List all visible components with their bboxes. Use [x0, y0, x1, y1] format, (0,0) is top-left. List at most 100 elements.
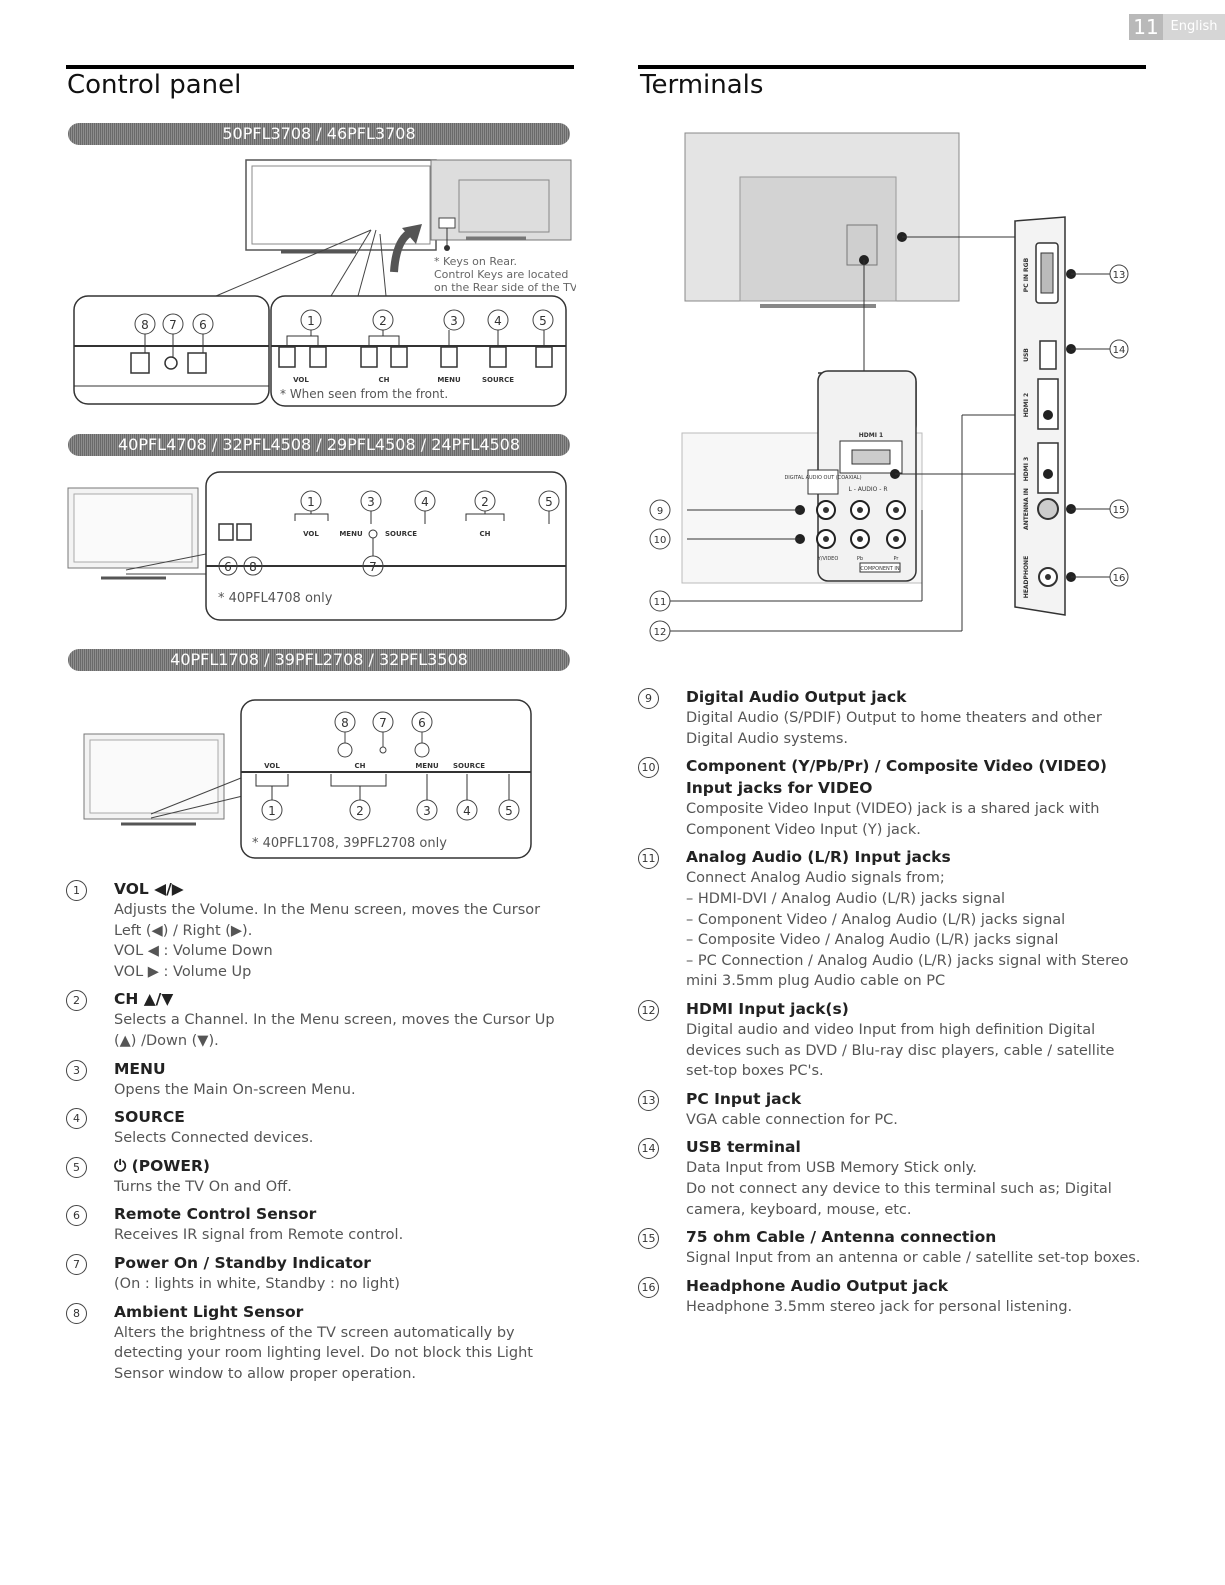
- item-number: 16: [638, 1276, 659, 1298]
- keys-rear-note-1: * Keys on Rear.: [434, 255, 517, 268]
- item-heading: Component (Y/Pb/Pr) / Composite Video (V…: [686, 757, 1107, 798]
- svg-text:6: 6: [199, 318, 207, 332]
- item-text: – Composite Video / Analog Audio (L/R) j…: [686, 932, 1059, 949]
- item-text: Composite Video Input (VIDEO) jack is a …: [686, 801, 1100, 838]
- list-item: 9 Digital Audio Output jack Digital Audi…: [638, 686, 1146, 749]
- svg-text:8: 8: [141, 318, 149, 332]
- item-heading: Digital Audio Output jack: [686, 688, 907, 706]
- item-heading: SOURCE: [114, 1108, 185, 1127]
- item-number: 8: [66, 1302, 87, 1324]
- item-text: (On : lights in white, Standby : no ligh…: [114, 1275, 400, 1292]
- svg-text:1: 1: [307, 495, 315, 509]
- svg-text:1: 1: [268, 804, 276, 818]
- list-item: 1 VOL ◀/▶ Adjusts the Volume. In the Men…: [66, 878, 566, 982]
- svg-text:1: 1: [307, 314, 315, 328]
- item-heading: PC Input jack: [686, 1089, 802, 1108]
- item-number: 11: [638, 848, 659, 870]
- list-item: 8 Ambient Light Sensor Alters the bright…: [66, 1301, 566, 1385]
- hdmi1-label: HDMI 1: [859, 432, 883, 439]
- svg-text:7: 7: [369, 560, 377, 574]
- item-number: 2: [66, 990, 87, 1012]
- list-item: 15 75 ohm Cable / Antenna connection Sig…: [638, 1226, 1146, 1269]
- svg-text:5: 5: [545, 495, 553, 509]
- item-number: 3: [66, 1059, 87, 1081]
- diag3-note: * 40PFL1708, 39PFL2708 only: [252, 836, 447, 851]
- list-item: 7 Power On / Standby Indicator (On : lig…: [66, 1252, 566, 1295]
- list-item: 12 HDMI Input jack(s) Digital audio and …: [638, 998, 1146, 1082]
- item-heading: HDMI Input jack(s): [686, 999, 849, 1018]
- item-text: Data Input from USB Memory Stick only.: [686, 1160, 977, 1177]
- control-panel-diagram-3: 8 7 6 1 2 3 4 5 VOL CH MENU SOURCE * 40PFL170…: [83, 699, 532, 859]
- item-number: 4: [66, 1108, 87, 1130]
- svg-text:4: 4: [421, 495, 429, 509]
- usb-label: USB: [1023, 348, 1030, 362]
- svg-text:4: 4: [463, 804, 471, 818]
- item-heading: Ambient Light Sensor: [114, 1302, 304, 1321]
- diag3-menu-label: MENU: [415, 762, 439, 770]
- svg-text:14: 14: [1113, 345, 1126, 356]
- item-text: Opens the Main On-screen Menu.: [114, 1081, 356, 1098]
- pc-in-label: PC IN RGB: [1023, 257, 1030, 292]
- item-heading: 75 ohm Cable / Antenna connection: [686, 1228, 997, 1247]
- svg-text:5: 5: [505, 804, 513, 818]
- hdmi3-label: HDMI 3: [1023, 457, 1030, 481]
- left-section-rule: [66, 65, 574, 69]
- item-number: 9: [638, 688, 659, 709]
- audio-lr-label: L - AUDIO - R: [848, 486, 887, 493]
- list-item: 3 MENU Opens the Main On-screen Menu.: [66, 1058, 566, 1101]
- svg-text:11: 11: [654, 597, 667, 608]
- pr-label: Pr: [894, 556, 900, 562]
- diag1-vol-label: VOL: [293, 376, 309, 384]
- item-number: 12: [638, 999, 659, 1021]
- item-text: Digital Audio (S/PDIF) Output to home th…: [686, 710, 1102, 747]
- terminals-title: Terminals: [640, 70, 764, 100]
- diag1-front-note: * When seen from the front.: [280, 387, 448, 401]
- digital-audio-label: DIGITAL AUDIO OUT (COAXIAL): [784, 475, 861, 481]
- svg-text:10: 10: [654, 535, 667, 546]
- item-heading: Remote Control Sensor: [114, 1205, 317, 1224]
- list-item: 10 Component (Y/Pb/Pr) / Composite Video…: [638, 755, 1146, 840]
- item-text: Receives IR signal from Remote control.: [114, 1227, 404, 1244]
- svg-text:3: 3: [423, 804, 431, 818]
- page-tab: 11 English: [1129, 14, 1225, 40]
- diag3-ch-label: CH: [355, 762, 366, 770]
- svg-text:4: 4: [494, 314, 502, 328]
- hdmi2-label: HDMI 2: [1023, 393, 1030, 417]
- control-panel-diagram-1: * Keys on Rear. Control Keys are located…: [73, 159, 576, 407]
- item-number: 15: [638, 1228, 659, 1250]
- svg-text:15: 15: [1113, 505, 1126, 516]
- model-band-1: 50PFL3708 / 46PFL3708: [68, 123, 570, 145]
- item-text: – HDMI-DVI / Analog Audio (L/R) jacks si…: [686, 890, 1005, 907]
- item-text: VOL ▶ : Volume Up: [114, 963, 252, 980]
- diag2-vol-label: VOL: [303, 530, 319, 538]
- svg-text:2: 2: [481, 495, 489, 509]
- svg-text:6: 6: [418, 716, 426, 730]
- model-band-2: 40PFL4708 / 32PFL4508 / 29PFL4508 / 24PF…: [68, 434, 570, 456]
- item-text: Digital audio and video Input from high …: [686, 1021, 1115, 1080]
- item-text: VGA cable connection for PC.: [686, 1111, 898, 1128]
- item-heading: ⏻ (POWER): [114, 1156, 210, 1175]
- item-number: 14: [638, 1138, 659, 1160]
- diag2-source-label: SOURCE: [385, 530, 417, 538]
- item-heading: VOL ◀/▶: [114, 880, 184, 898]
- terminals-diagram: HDMI 1 DIGITAL AUDIO OUT (COAXIAL) L - A…: [649, 132, 1129, 642]
- item-text: Turns the TV On and Off.: [114, 1178, 292, 1195]
- diag3-source-label: SOURCE: [453, 762, 485, 770]
- svg-text:3: 3: [450, 314, 458, 328]
- svg-text:2: 2: [356, 804, 364, 818]
- diag1-source-label: SOURCE: [482, 376, 514, 384]
- item-heading: CH ▲/▼: [114, 990, 174, 1009]
- svg-text:5: 5: [539, 314, 547, 328]
- item-heading: Headphone Audio Output jack: [686, 1276, 949, 1295]
- antenna-in-label: ANTENNA IN: [1023, 488, 1030, 530]
- svg-text:7: 7: [379, 716, 387, 730]
- item-text: Alters the brightness of the TV screen a…: [114, 1324, 533, 1382]
- svg-text:8: 8: [249, 560, 257, 574]
- item-text: Selects a Channel. In the Menu screen, m…: [114, 1012, 555, 1049]
- svg-text:8: 8: [341, 716, 349, 730]
- item-text: Adjusts the Volume. In the Menu screen, …: [114, 902, 541, 939]
- item-heading: USB terminal: [686, 1138, 801, 1157]
- item-text: Do not connect any device to this termin…: [686, 1180, 1112, 1218]
- control-panel-descriptions: 1 VOL ◀/▶ Adjusts the Volume. In the Men…: [66, 878, 566, 1390]
- diag3-vol-label: VOL: [264, 762, 280, 770]
